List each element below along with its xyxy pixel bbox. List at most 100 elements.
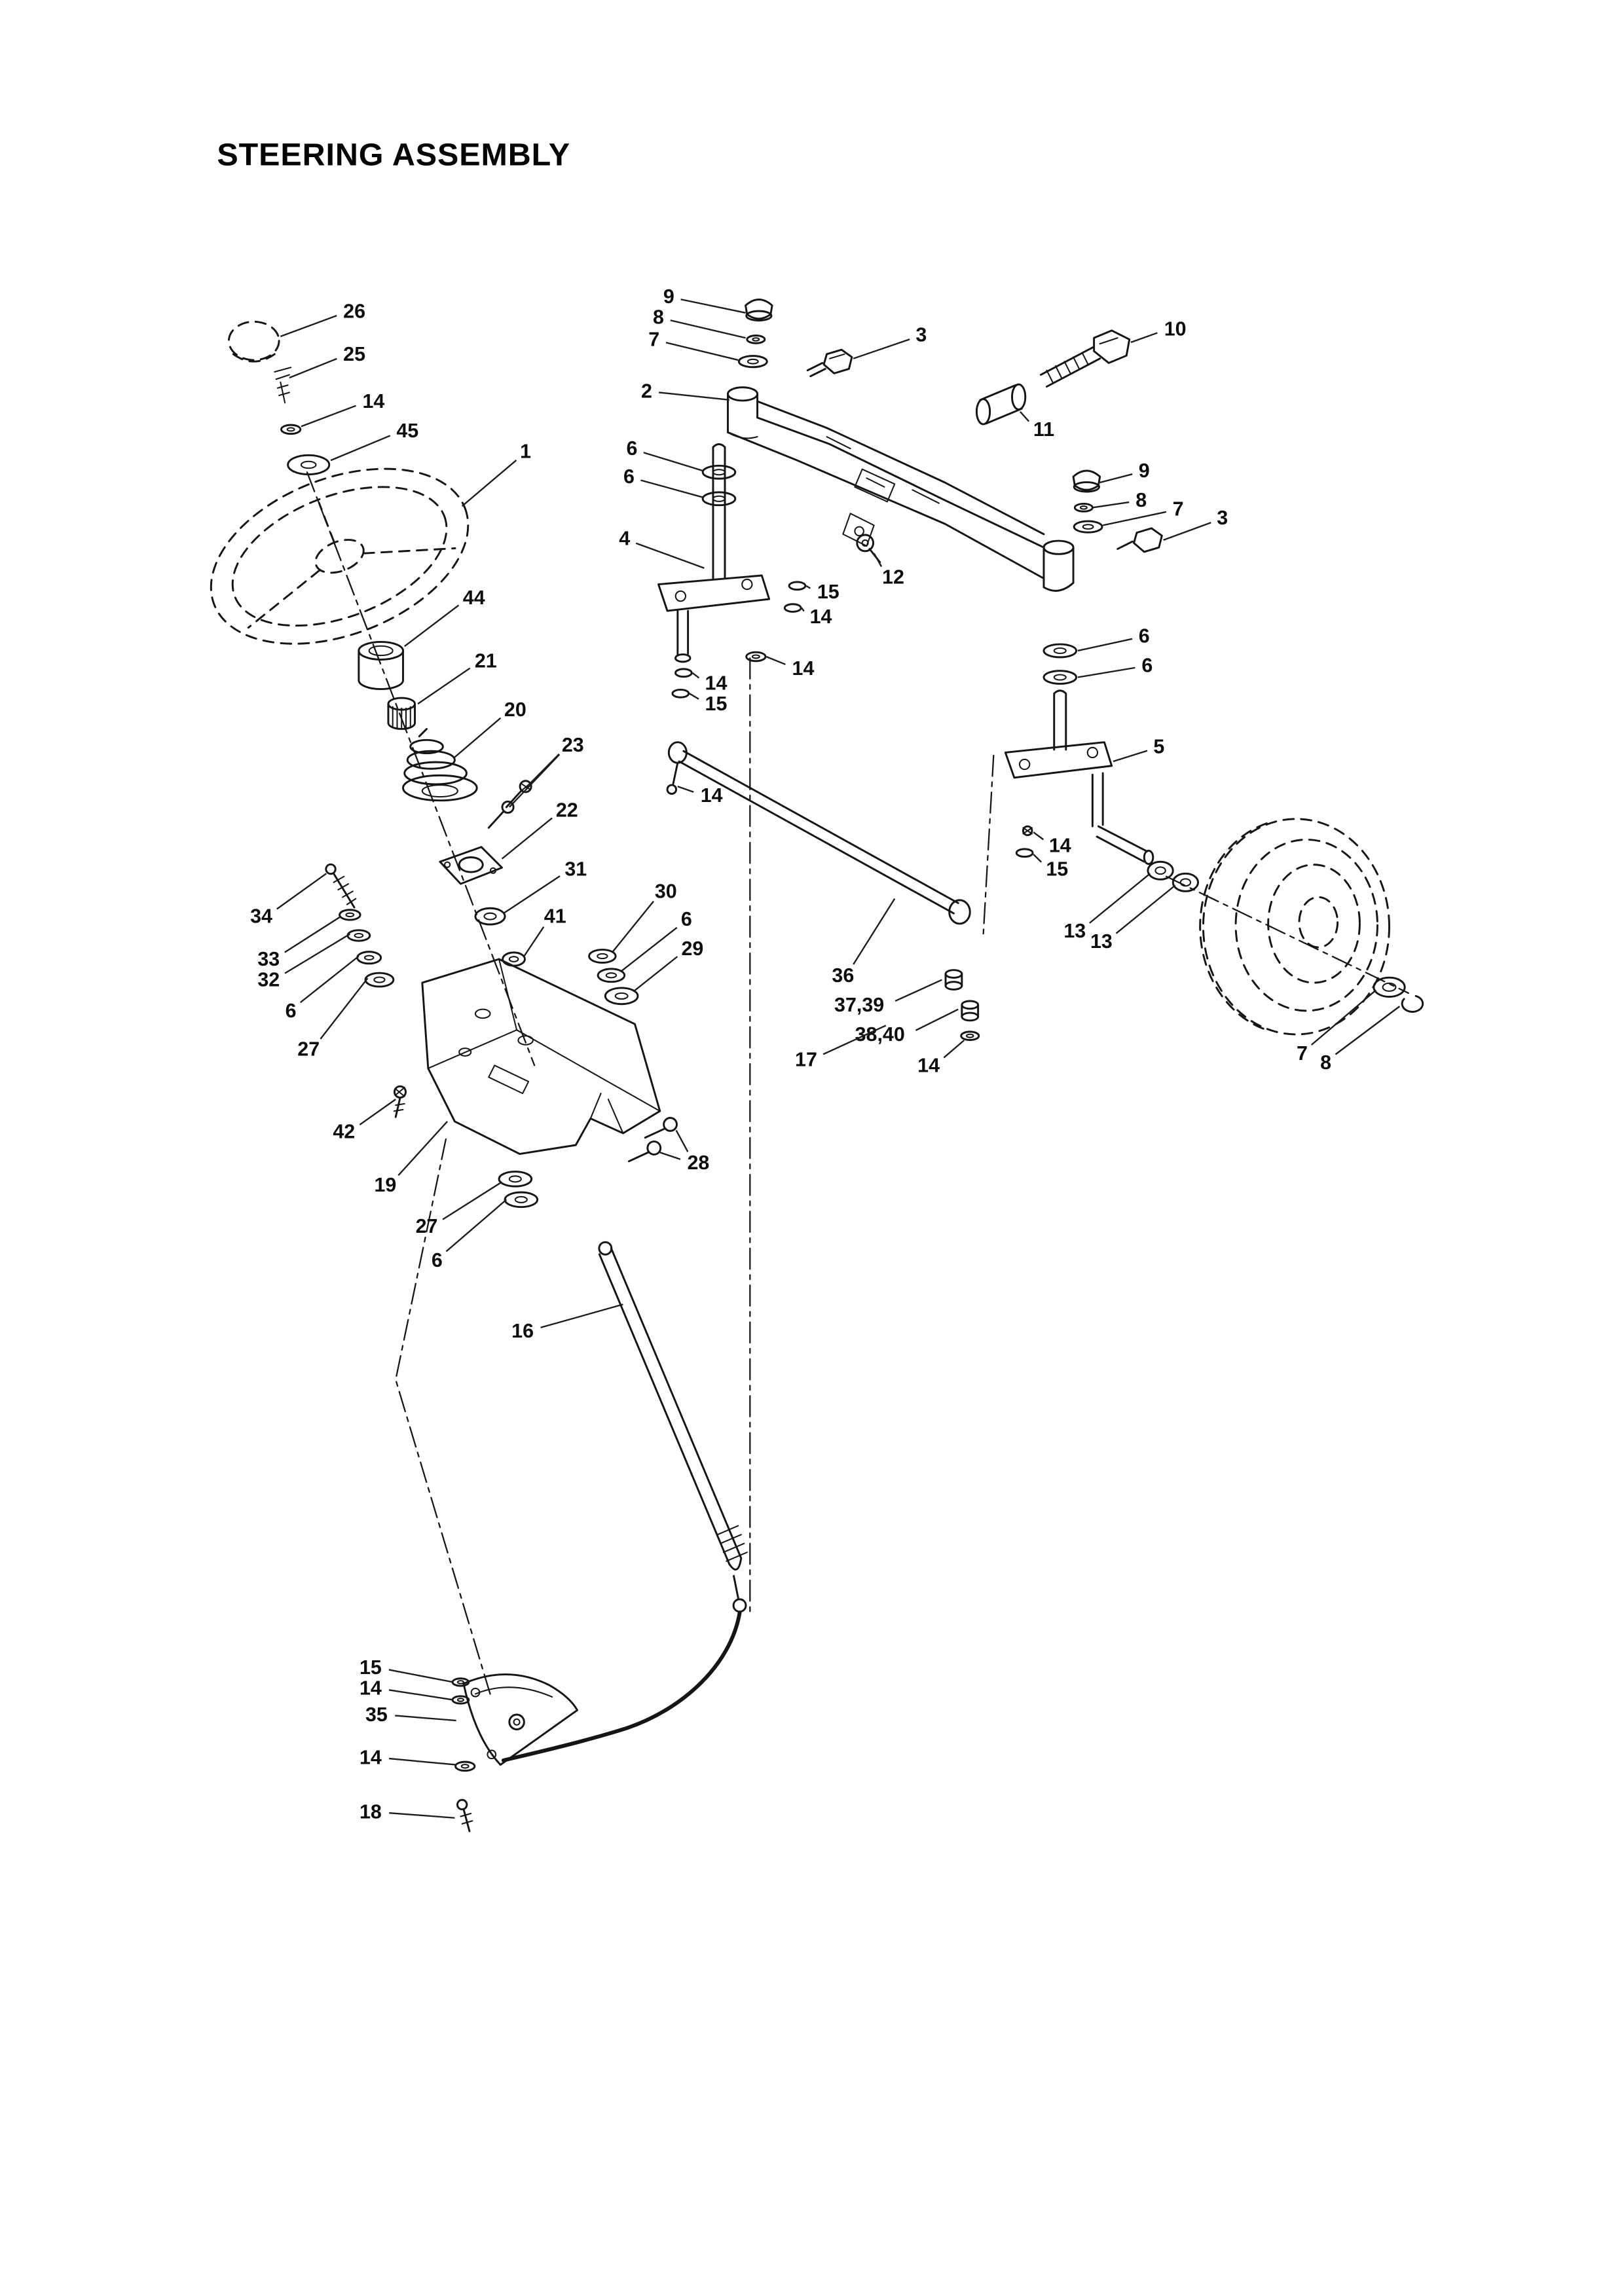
part-callout: 25	[343, 343, 365, 365]
leader-line	[1102, 511, 1167, 526]
callouts-layer: 2625144514421202322314130629343332627421…	[250, 285, 1401, 1823]
leader-line	[452, 717, 502, 759]
part-callout: 26	[343, 301, 365, 323]
part-callout: 32	[257, 969, 280, 991]
leader-line	[508, 754, 561, 808]
part-callout: 34	[250, 905, 272, 928]
part-callout: 14	[792, 657, 815, 680]
leader-line	[822, 1025, 887, 1055]
part-callout: 1	[520, 441, 531, 463]
part-callout: 28	[687, 1152, 709, 1174]
part-callout: 14	[705, 672, 728, 695]
leader-line	[276, 873, 327, 910]
leader-line	[404, 604, 460, 647]
page-title: STEERING ASSEMBLY	[217, 137, 570, 172]
leader-line	[501, 817, 553, 860]
part-callout: 18	[360, 1801, 382, 1823]
leader-line	[1089, 873, 1151, 924]
leader-line	[299, 955, 360, 1004]
part-callout: 8	[653, 306, 664, 329]
leader-line	[1115, 884, 1176, 934]
lower-linkage-drawing	[451, 1611, 742, 1832]
leader-line	[1163, 522, 1211, 541]
leader-line	[284, 933, 350, 974]
part-callout: 13	[1063, 920, 1086, 942]
part-callout: 6	[623, 465, 635, 488]
part-callout: 2	[641, 380, 652, 402]
axle-assembly-drawing	[657, 299, 1200, 892]
part-callout: 12	[882, 566, 904, 588]
leader-line	[943, 1040, 965, 1059]
part-callout: 6	[286, 1000, 297, 1022]
leader-line	[1077, 666, 1135, 678]
leader-line	[1310, 989, 1377, 1046]
part-callout: 11	[1033, 418, 1054, 441]
part-callout: 27	[297, 1038, 320, 1060]
leader-line	[915, 1008, 959, 1031]
leader-line	[635, 542, 705, 569]
part-callout: 17	[795, 1048, 817, 1070]
part-callout: 21	[475, 650, 497, 672]
leader-line	[1113, 750, 1148, 763]
part-callout: 22	[556, 799, 578, 821]
leader-line	[1130, 332, 1158, 344]
leader-line	[633, 956, 678, 993]
part-callout: 14	[1049, 834, 1071, 856]
part-callout: 14	[362, 390, 384, 412]
leader-line	[330, 435, 391, 462]
leader-line	[675, 1129, 689, 1152]
leader-line	[801, 607, 805, 612]
steering-wheel-drawing	[210, 320, 470, 645]
leader-line	[359, 1099, 396, 1125]
leader-line	[805, 585, 811, 589]
leader-line	[692, 672, 700, 679]
part-callout: 19	[375, 1174, 397, 1196]
part-callout: 38,40	[855, 1023, 905, 1046]
front-wheel-drawing	[1199, 818, 1424, 1036]
leader-line	[461, 460, 517, 507]
part-callout: 14	[360, 1677, 382, 1699]
leader-line	[1092, 501, 1130, 509]
leader-line	[680, 299, 746, 314]
leader-line	[1077, 638, 1133, 652]
part-callout: 6	[1139, 625, 1150, 647]
part-callout: 6	[626, 437, 637, 460]
leader-line	[397, 1121, 449, 1176]
leader-line	[540, 1303, 623, 1328]
part-callout: 13	[1090, 930, 1113, 953]
leader-line	[612, 900, 654, 953]
leader-line	[658, 392, 729, 401]
leader-line	[1335, 1006, 1401, 1055]
leader-line	[280, 314, 337, 337]
part-callout: 10	[1164, 318, 1187, 340]
leader-line	[853, 338, 910, 359]
leader-line	[1033, 854, 1042, 863]
leader-line	[389, 1812, 455, 1819]
part-callout: 16	[511, 1320, 534, 1342]
leader-line	[284, 915, 342, 953]
leader-line	[320, 977, 369, 1040]
leader-line	[442, 1181, 503, 1220]
part-callout: 15	[360, 1656, 382, 1679]
part-callout: 6	[1141, 654, 1153, 676]
leader-line	[523, 926, 545, 957]
part-callout: 41	[544, 905, 566, 928]
leader-line	[301, 405, 356, 428]
part-callout: 9	[663, 285, 674, 308]
part-callout: 37,39	[834, 994, 884, 1016]
leader-line	[388, 1669, 454, 1683]
part-callout: 15	[1046, 858, 1068, 881]
part-callout: 36	[832, 964, 854, 987]
leader-line	[643, 452, 703, 472]
part-callout: 7	[1173, 498, 1184, 520]
part-callout: 35	[365, 1704, 388, 1726]
part-callout: 30	[655, 880, 677, 902]
part-callout: 23	[562, 734, 584, 756]
leader-line	[670, 319, 746, 339]
part-callout: 7	[1297, 1042, 1308, 1065]
part-callout: 44	[463, 587, 485, 609]
part-callout: 3	[1217, 507, 1228, 529]
leader-line	[1033, 831, 1044, 841]
part-callout: 3	[915, 324, 927, 346]
